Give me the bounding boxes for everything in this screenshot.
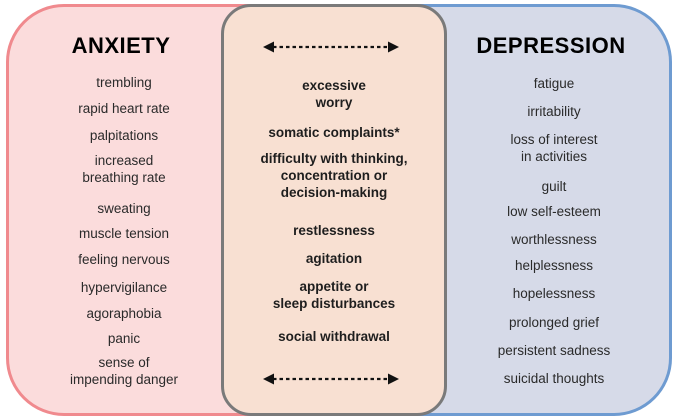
anxiety-item: hypervigilance [80, 280, 168, 295]
depression-item: hopelessness [512, 286, 596, 301]
overlap-item: restlessness [293, 223, 375, 238]
depression-item: low self-esteem [507, 204, 601, 219]
anxiety-symptom-list: trembling rapid heart rate palpitations inc… [40, 0, 208, 420]
overlap-item: difficulty with thinking,concentration o… [260, 151, 408, 200]
anxiety-item: panic [107, 331, 141, 346]
anxiety-item: feeling nervous [78, 252, 170, 267]
double-arrow-icon [263, 41, 399, 53]
anxiety-item: trembling [96, 75, 152, 90]
depression-item: helplessness [514, 258, 594, 273]
depression-item: suicidal thoughts [503, 371, 605, 386]
anxiety-title: ANXIETY [71, 33, 171, 58]
depression-item: worthlessness [511, 232, 597, 247]
overlap-panel [221, 4, 447, 416]
depression-item: persistent sadness [497, 343, 611, 358]
depression-item: prolonged grief [508, 315, 600, 330]
depression-item: irritability [527, 104, 581, 119]
anxiety-item: palpitations [89, 128, 159, 143]
overlap-item: somatic complaints* [268, 125, 400, 140]
overlap-item: social withdrawal [278, 329, 390, 344]
double-arrow-icon [263, 373, 399, 385]
depression-title: DEPRESSION [476, 33, 626, 58]
depression-item: guilt [541, 179, 567, 194]
depression-item: fatigue [533, 76, 575, 91]
anxiety-item: agoraphobia [86, 306, 162, 321]
anxiety-item: sweating [97, 201, 151, 216]
anxiety-item: muscle tension [78, 226, 170, 241]
overlap-item: agitation [305, 251, 363, 266]
anxiety-item: rapid heart rate [78, 101, 170, 116]
